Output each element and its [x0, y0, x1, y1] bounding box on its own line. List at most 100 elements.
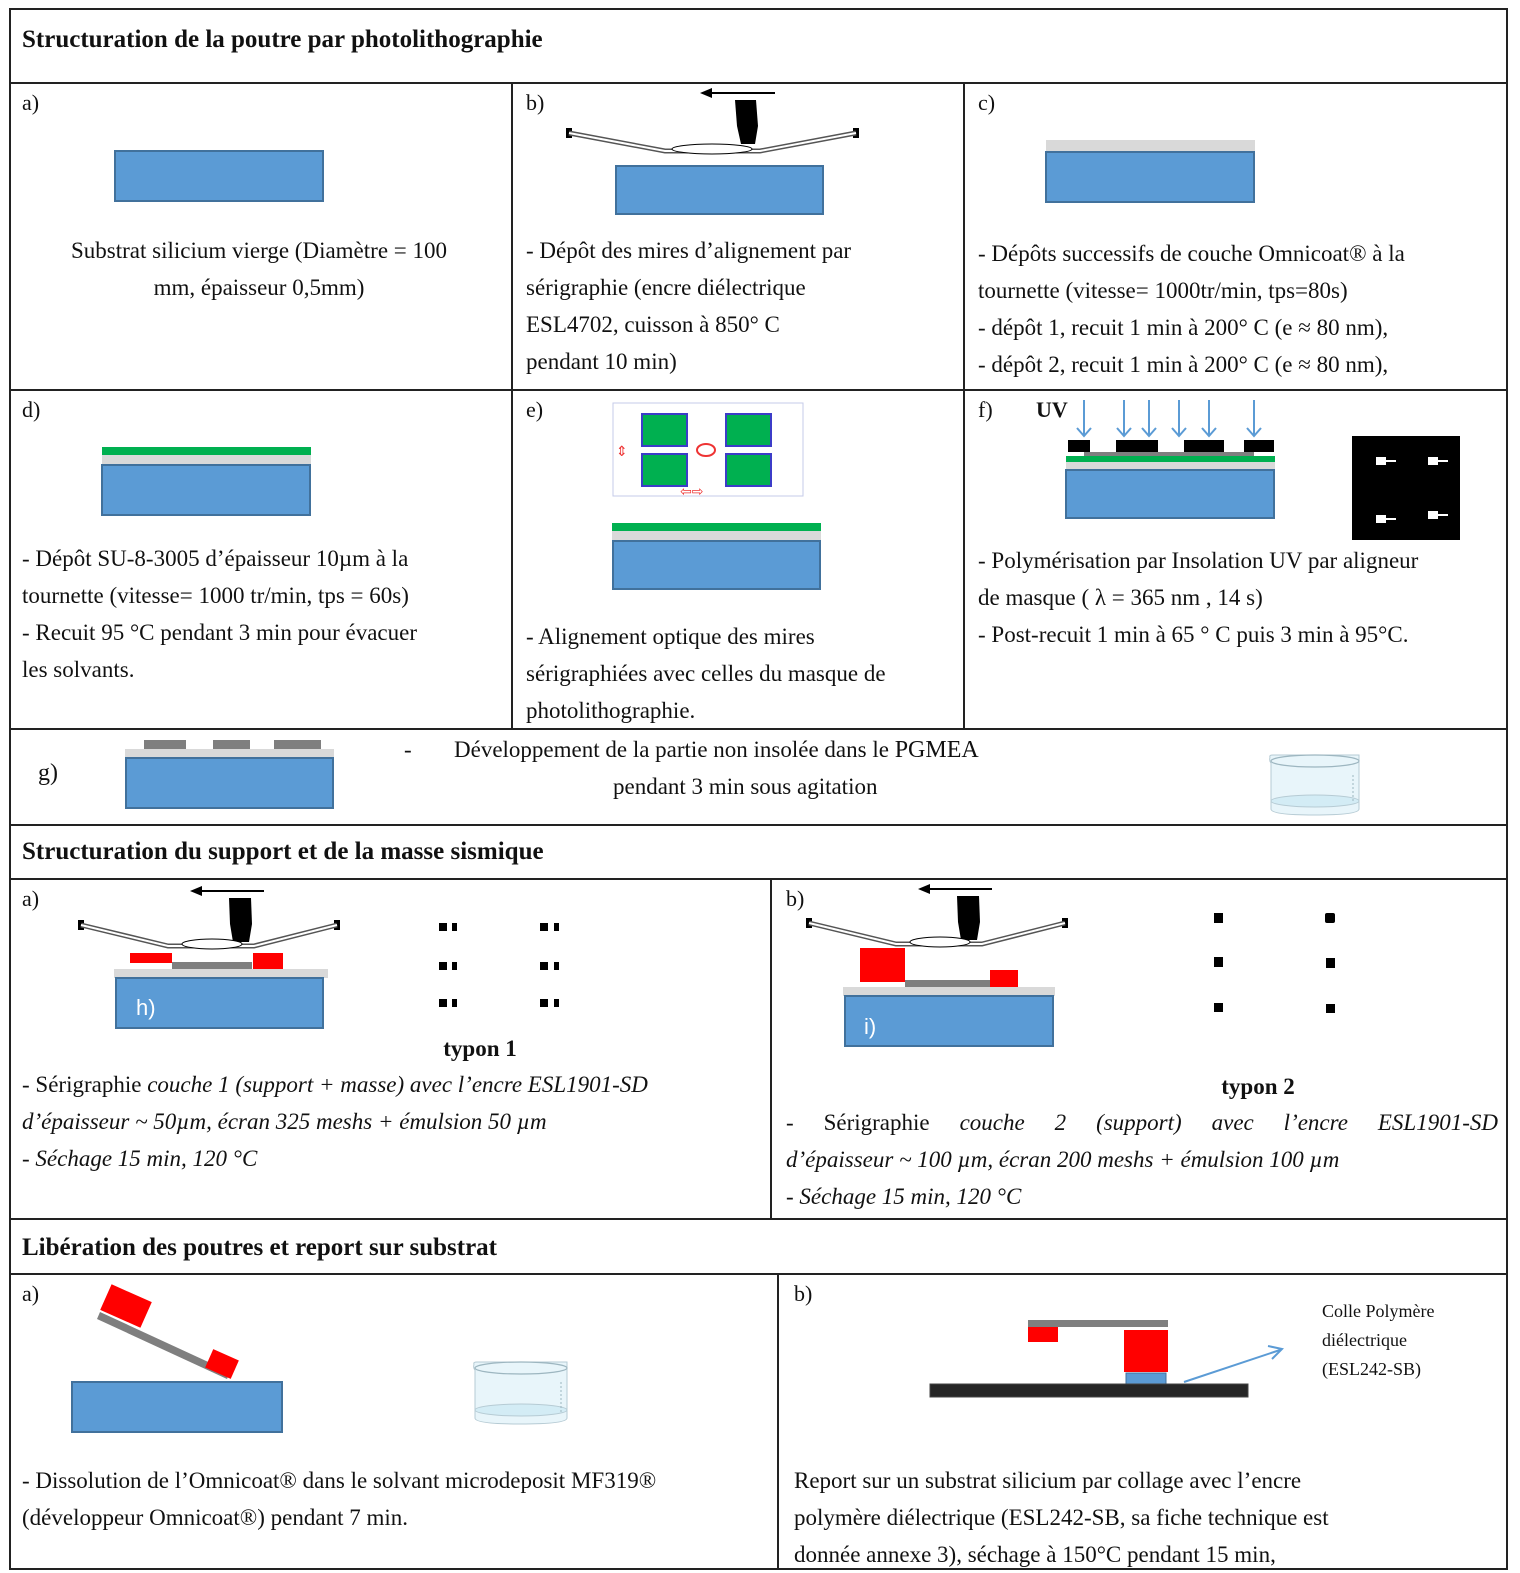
step-text: Substrat silicium vierge (Diamètre = 100…	[71, 238, 447, 300]
step-label: a)	[22, 90, 40, 115]
col-divider	[770, 878, 772, 1218]
step-text: - Dépôt SU-8-3005 d’épaisseur 10µm à la …	[22, 546, 417, 682]
step-label: e)	[526, 397, 544, 422]
substrate	[1045, 151, 1255, 203]
su8-layer	[1066, 456, 1275, 462]
row-divider	[9, 878, 1508, 880]
step-label: g)	[38, 760, 58, 786]
alignment-mark	[641, 453, 688, 487]
step-text: Développement de la partie non insolée d…	[454, 737, 979, 763]
support	[205, 1349, 239, 1379]
omnicoat-layer	[1046, 140, 1255, 152]
row-divider	[9, 82, 1508, 84]
step-text: Report sur un substrat silicium par coll…	[794, 1468, 1329, 1567]
svg-text:⇕: ⇕	[616, 444, 628, 460]
section-title: Libération des poutres et report sur sub…	[22, 1234, 497, 1261]
row-divider	[9, 824, 1508, 826]
col-divider	[777, 1273, 779, 1570]
step-text: - Polymérisation par Insolation UV par a…	[978, 548, 1419, 647]
support	[1124, 1330, 1168, 1372]
step-label: b)	[794, 1281, 813, 1306]
ink-deposit	[990, 970, 1018, 987]
uv-arrows	[1076, 400, 1262, 438]
glue	[1125, 1372, 1167, 1385]
row-divider	[9, 389, 1508, 391]
row-divider	[9, 1218, 1508, 1220]
substrate	[615, 165, 824, 215]
substrate-diagram	[114, 150, 324, 202]
beaker-icon	[1269, 754, 1360, 816]
alignment-mark	[725, 413, 772, 447]
su8-layer	[612, 523, 821, 531]
row-divider	[9, 1273, 1508, 1275]
screen-printing-layer1-diagram	[78, 886, 340, 1029]
seismic-mass	[1028, 1327, 1058, 1342]
omnicoat-layer	[612, 531, 821, 541]
omnicoat-layer	[102, 455, 311, 465]
su8-layer	[102, 447, 311, 455]
step-text: - Dépôt des mires d’alignement par sérig…	[526, 238, 852, 374]
step-label: a)	[22, 1281, 40, 1306]
ink-deposit	[860, 948, 905, 982]
su8-diagram	[101, 447, 311, 516]
beaker-icon	[473, 1361, 568, 1425]
screen-printing-diagram	[566, 88, 859, 215]
substrate	[114, 150, 324, 202]
ink-deposit	[253, 953, 283, 969]
step-dash: -	[404, 737, 412, 762]
mask-opaque	[1184, 440, 1224, 452]
uv-exposure-diagram	[1065, 400, 1460, 540]
uv-label: UV	[1036, 397, 1068, 422]
typon-label: typon 2	[1221, 1074, 1295, 1099]
section-title: Structuration de la poutre par photolith…	[22, 26, 543, 53]
alignment-mark	[725, 453, 772, 487]
typon-1-pattern	[439, 923, 559, 1007]
substrate	[1065, 469, 1275, 519]
substrate	[101, 464, 311, 516]
seismic-mass	[100, 1284, 152, 1328]
omnicoat-layer	[125, 749, 334, 758]
callout-text: Colle Polymère diélectrique (ESL242-SB)	[1322, 1301, 1435, 1379]
substrate	[844, 995, 1054, 1047]
step-text: - Sérigraphie couche 2 (support) avec l’…	[786, 1110, 1498, 1209]
step-label: a)	[22, 886, 40, 911]
ink-deposit	[130, 953, 172, 963]
photomask	[1352, 436, 1460, 540]
development-diagram	[125, 740, 334, 809]
typon-2-pattern	[1214, 913, 1335, 1013]
step-text: - Sérigraphie couche 1 (support + masse)…	[22, 1072, 648, 1171]
step-text: - Dépôts successifs de couche Omnicoat® …	[978, 241, 1405, 377]
step-text: - Alignement optique des mires sérigraph…	[526, 624, 886, 723]
screen-printing-layer2-diagram	[806, 884, 1068, 1047]
squeegee	[957, 896, 980, 940]
omnicoat-layer	[843, 987, 1055, 996]
mask-opaque	[1244, 440, 1274, 452]
transfer-diagram	[929, 1320, 1285, 1398]
step-text: pendant 3 min sous agitation	[613, 774, 878, 799]
mask-opaque	[1116, 440, 1158, 452]
released-beam	[1028, 1320, 1168, 1327]
alignment-mark	[641, 413, 688, 447]
svg-text:⇦⇨: ⇦⇨	[680, 484, 703, 500]
substrate	[115, 977, 324, 1029]
col-divider	[963, 82, 965, 728]
typon-label: typon 1	[443, 1036, 517, 1061]
callout-arrow	[1183, 1349, 1281, 1383]
omnicoat-layer	[114, 969, 328, 978]
row-divider	[9, 728, 1508, 730]
step-label: b)	[786, 886, 805, 911]
section-title: Structuration du support et de la masse …	[22, 838, 544, 865]
release-diagram	[71, 1284, 283, 1433]
inner-label: h)	[136, 995, 156, 1020]
target-substrate	[929, 1383, 1249, 1398]
omnicoat-diagram	[1045, 140, 1255, 203]
substrate	[125, 757, 334, 809]
alignment-diagram: ⇕ ⇦⇨	[612, 402, 821, 590]
inner-label: i)	[864, 1014, 877, 1039]
squeegee	[229, 898, 252, 942]
squeegee	[735, 100, 758, 144]
step-label: b)	[526, 90, 545, 115]
col-divider	[511, 82, 513, 728]
process-table	[9, 8, 1508, 1570]
omnicoat-layer	[1066, 462, 1275, 470]
